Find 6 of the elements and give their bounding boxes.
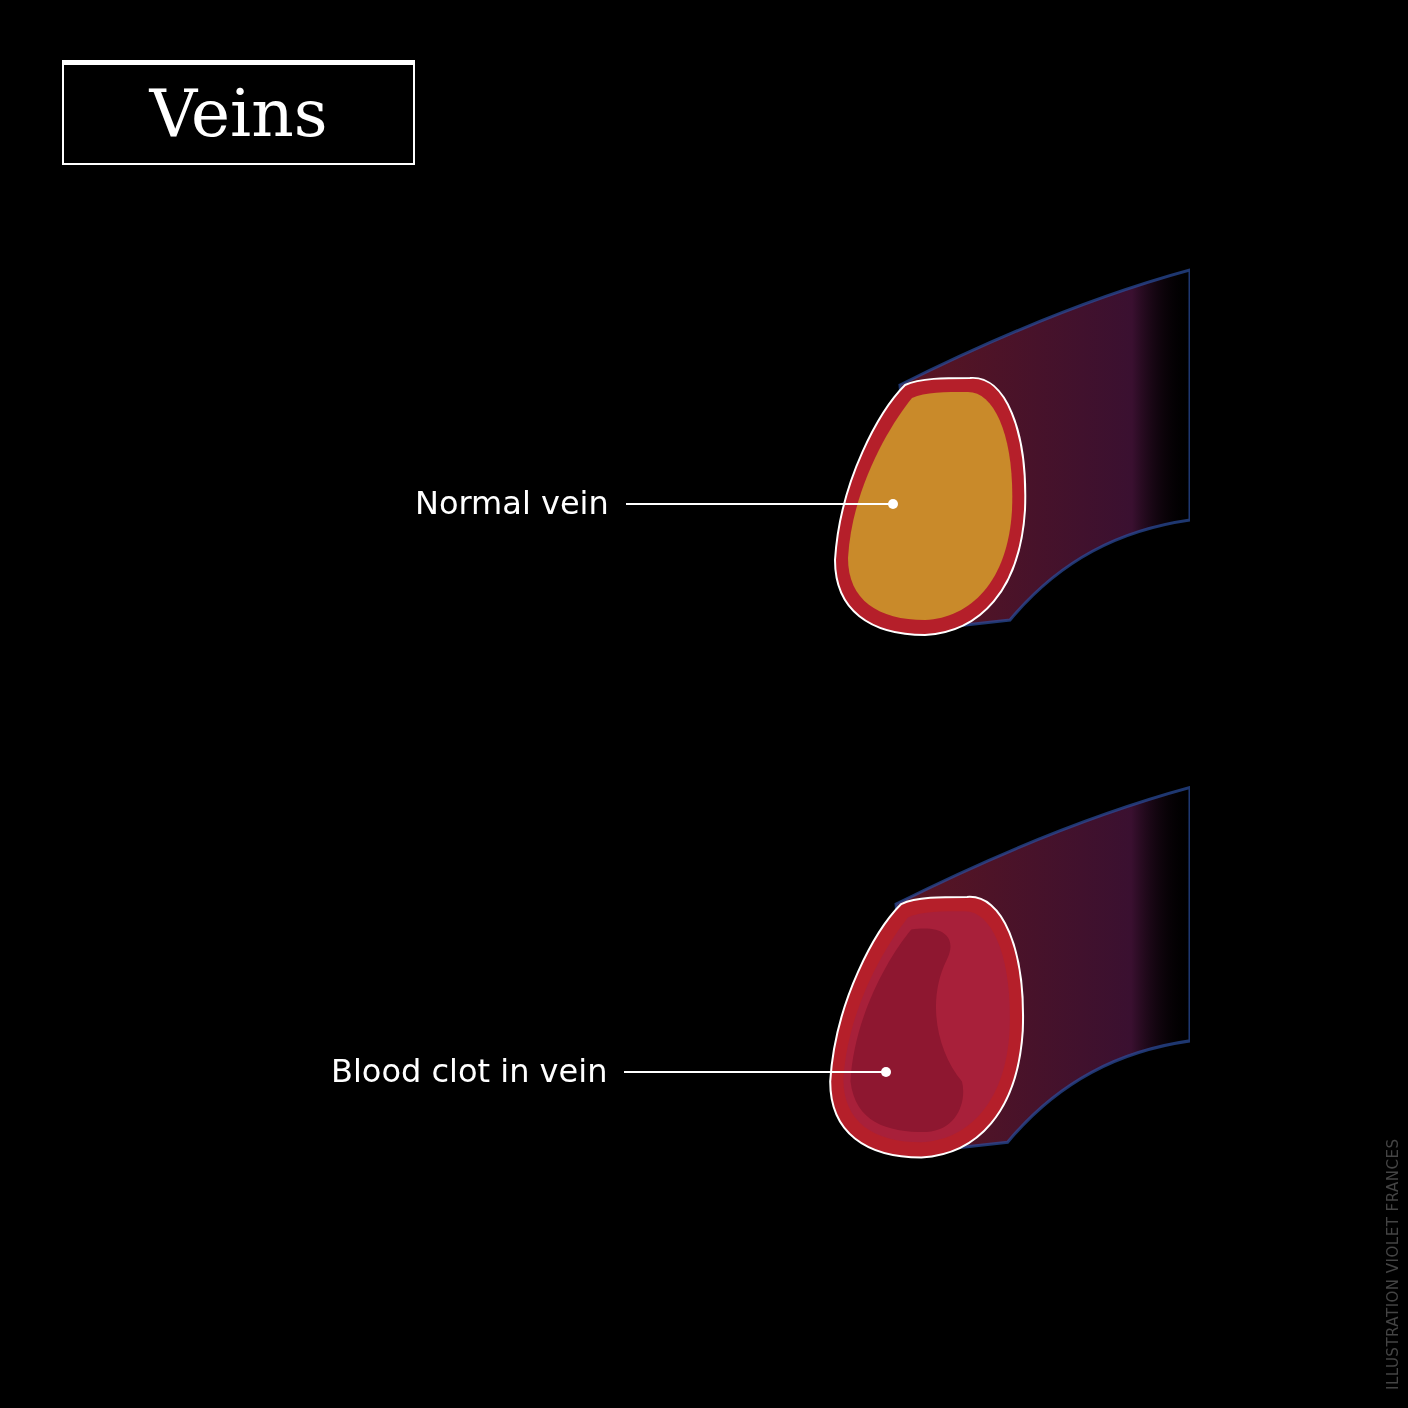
callout-label: Normal vein [415, 484, 609, 522]
title: Veins [62, 60, 415, 165]
credit-text: ILLUSTRATION VIOLET FRANCES [1384, 1138, 1402, 1390]
leader-line [623, 1067, 891, 1077]
callout-label: Blood clot in vein [331, 1052, 608, 1090]
leader-line [625, 499, 898, 509]
